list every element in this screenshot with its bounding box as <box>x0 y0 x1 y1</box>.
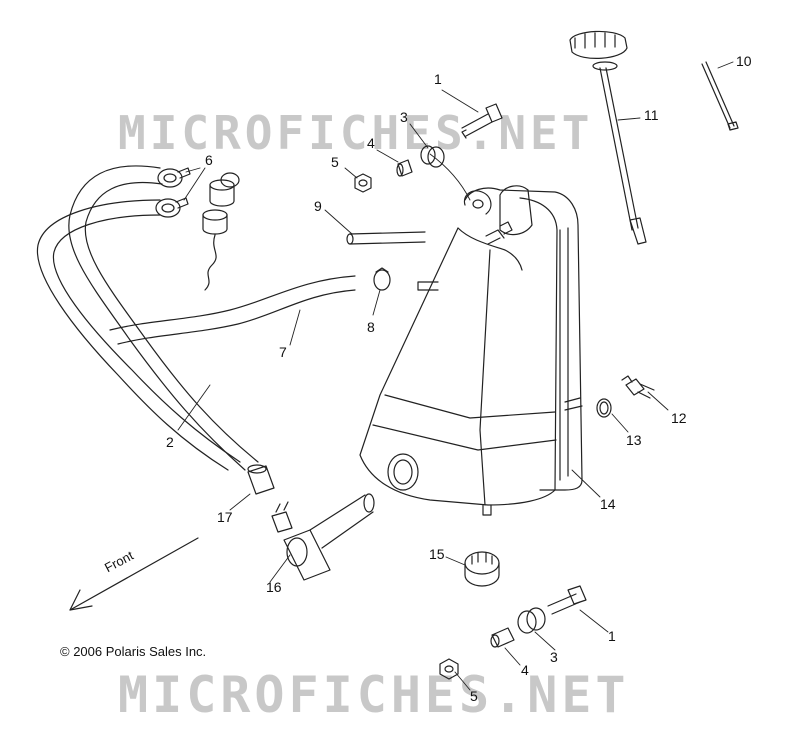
callout-7: 7 <box>279 344 287 360</box>
callout-3-bottom: 3 <box>550 649 558 665</box>
elbow-16 <box>271 493 375 581</box>
nut-5-bottom <box>439 658 459 680</box>
callout-1-bottom: 1 <box>608 628 616 644</box>
callout-6: 6 <box>205 152 213 168</box>
callout-4-bottom: 4 <box>521 662 529 678</box>
callout-8: 8 <box>367 319 375 335</box>
rod-10 <box>701 61 739 131</box>
watermark-bottom: MICROFICHES.NET <box>118 666 630 724</box>
callout-16: 16 <box>266 579 282 595</box>
callout-1-top: 1 <box>434 71 442 87</box>
callout-5-top: 5 <box>331 154 339 170</box>
watermark-top: MICROFICHES.NET <box>118 106 594 160</box>
grommet-3-top <box>420 145 445 168</box>
bolt-1-top <box>461 103 503 139</box>
callout-15: 15 <box>429 546 445 562</box>
hose-7 <box>109 275 356 345</box>
spacer-4-top <box>396 159 413 177</box>
clamp-8 <box>373 267 391 291</box>
bolt-1-bottom <box>547 585 587 615</box>
callout-2: 2 <box>166 434 174 450</box>
vent-caps <box>202 172 240 291</box>
coupler-17 <box>247 464 275 495</box>
callout-12: 12 <box>671 410 687 426</box>
clamp-6 <box>155 167 191 218</box>
hose-2 <box>36 165 259 471</box>
nut-5-top <box>354 173 372 193</box>
front-arrow <box>69 537 199 611</box>
tank-fitting <box>417 281 439 291</box>
spacer-4-bottom <box>490 627 515 648</box>
callout-13: 13 <box>626 432 642 448</box>
callout-17: 17 <box>217 509 233 525</box>
callout-5-bottom: 5 <box>470 688 478 704</box>
callout-14: 14 <box>600 496 616 512</box>
callout-10: 10 <box>736 53 752 69</box>
leader-lines <box>177 61 734 691</box>
reservoir-tank-14 <box>359 185 583 516</box>
o-ring-13 <box>596 398 612 418</box>
callout-11: 11 <box>644 107 659 123</box>
callout-9: 9 <box>314 198 322 214</box>
dipstick-11 <box>569 30 647 245</box>
callout-3-top: 3 <box>400 109 408 125</box>
cap-15 <box>464 551 500 587</box>
callout-4-top: 4 <box>367 135 375 151</box>
sensor-12 <box>621 375 655 399</box>
tube-9 <box>346 231 426 245</box>
copyright-text: © 2006 Polaris Sales Inc. <box>60 644 207 659</box>
grommet-3-bottom <box>517 607 546 634</box>
